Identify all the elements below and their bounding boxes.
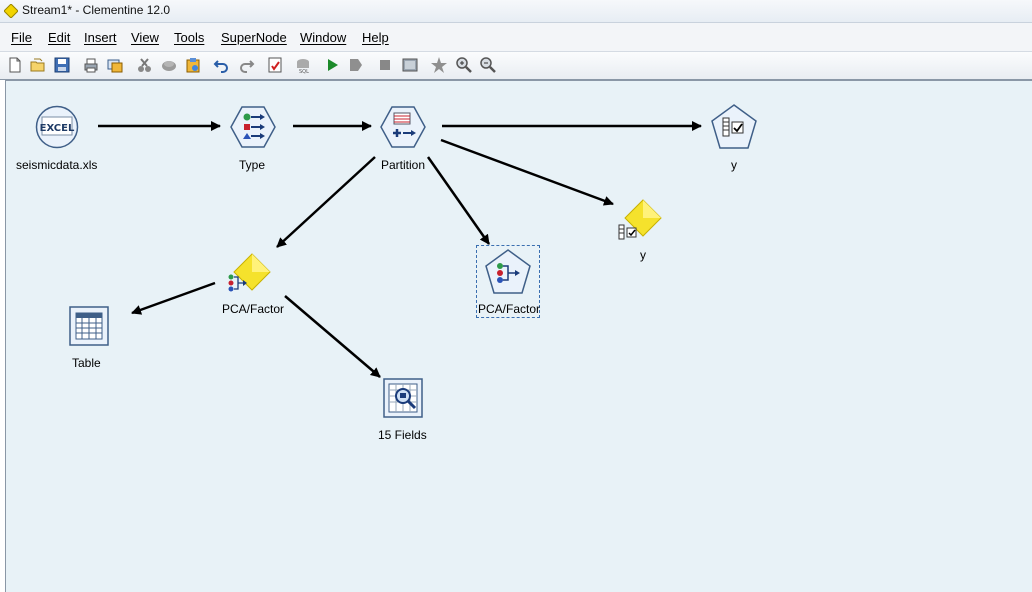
menu-bar: File Edit Insert View Tools SuperNode Wi… <box>0 23 1032 52</box>
node-pca-model[interactable] <box>226 251 272 297</box>
menu-edit[interactable]: Edit <box>48 30 71 45</box>
stream-connections <box>98 121 702 378</box>
zoom-out-icon[interactable] <box>479 56 497 74</box>
run-icon[interactable] <box>323 56 341 74</box>
edge-pca-fields <box>284 295 381 378</box>
sql-icon[interactable]: SQL <box>294 56 312 74</box>
undo-icon[interactable] <box>213 56 231 74</box>
edge-partition-pca-model <box>276 156 376 248</box>
redo-icon[interactable] <box>237 56 255 74</box>
edge-pca-table <box>131 281 216 315</box>
save-stream-icon[interactable] <box>53 56 71 74</box>
svg-text:SQL: SQL <box>299 69 309 74</box>
menu-supernode[interactable]: SuperNode <box>221 30 287 45</box>
node-y-model[interactable] <box>618 197 664 243</box>
node-table-label: Table <box>72 356 101 370</box>
preview-icon[interactable] <box>401 56 419 74</box>
copy-icon[interactable] <box>160 56 178 74</box>
menu-help[interactable]: Help <box>362 30 389 45</box>
menu-tools[interactable]: Tools <box>174 30 205 45</box>
node-pca-modeler-selected[interactable] <box>476 245 540 318</box>
table-node-icon <box>69 306 109 346</box>
data-audit-node-icon <box>383 378 423 418</box>
menu-view[interactable]: View <box>131 30 159 45</box>
print-icon[interactable] <box>82 56 100 74</box>
window-title: Stream1* - Clementine 12.0 <box>22 3 171 17</box>
edge-partition-pca-modeler <box>426 156 491 245</box>
node-type[interactable] <box>230 105 276 149</box>
open-stream-icon[interactable] <box>29 56 47 74</box>
node-partition[interactable] <box>380 105 426 149</box>
generated-model-diamond-icon <box>618 199 662 240</box>
svg-text:EXCEL: EXCEL <box>40 123 75 134</box>
run-selection-icon[interactable] <box>347 56 365 74</box>
edge-partition-y-model <box>440 138 614 206</box>
pca-factor-modeler-icon <box>485 249 531 294</box>
zoom-in-icon[interactable] <box>455 56 473 74</box>
node-y-output-label: y <box>731 158 737 172</box>
menu-insert[interactable]: Insert <box>84 30 117 45</box>
menu-file[interactable]: File <box>11 30 32 45</box>
check-icon[interactable] <box>266 56 284 74</box>
stream-canvas[interactable]: EXCEL seismicdata.xls Type Partition <box>5 80 1032 592</box>
print-setup-icon[interactable] <box>106 56 124 74</box>
menu-window[interactable]: Window <box>300 30 347 45</box>
node-excel-source[interactable]: EXCEL <box>35 105 79 149</box>
stop-icon[interactable] <box>376 56 394 74</box>
partition-node-icon <box>380 106 426 148</box>
node-type-label: Type <box>239 158 266 172</box>
type-node-icon <box>230 106 276 148</box>
favorite-star-icon[interactable] <box>430 56 448 74</box>
analysis-output-icon <box>711 104 757 149</box>
node-data-audit[interactable] <box>383 378 423 418</box>
title-bar: Stream1* - Clementine 12.0 <box>0 0 1032 23</box>
toolbar: SQL <box>0 52 1032 80</box>
node-excel-label: seismicdata.xls <box>16 158 98 172</box>
paste-icon[interactable] <box>184 56 202 74</box>
node-partition-label: Partition <box>381 158 426 172</box>
node-y-output[interactable] <box>711 104 757 150</box>
node-data-audit-label: 15 Fields <box>378 428 427 442</box>
node-pca-modeler-label: PCA/Factor <box>478 302 541 316</box>
node-table[interactable] <box>69 306 109 346</box>
clementine-logo-icon <box>4 4 18 18</box>
new-stream-icon[interactable] <box>6 56 24 74</box>
node-y-model-label: y <box>640 248 646 262</box>
pca-model-diamond-icon <box>228 253 271 292</box>
node-pca-model-label: PCA/Factor <box>222 302 285 316</box>
cut-icon[interactable] <box>136 56 154 74</box>
excel-source-icon: EXCEL <box>35 105 79 149</box>
